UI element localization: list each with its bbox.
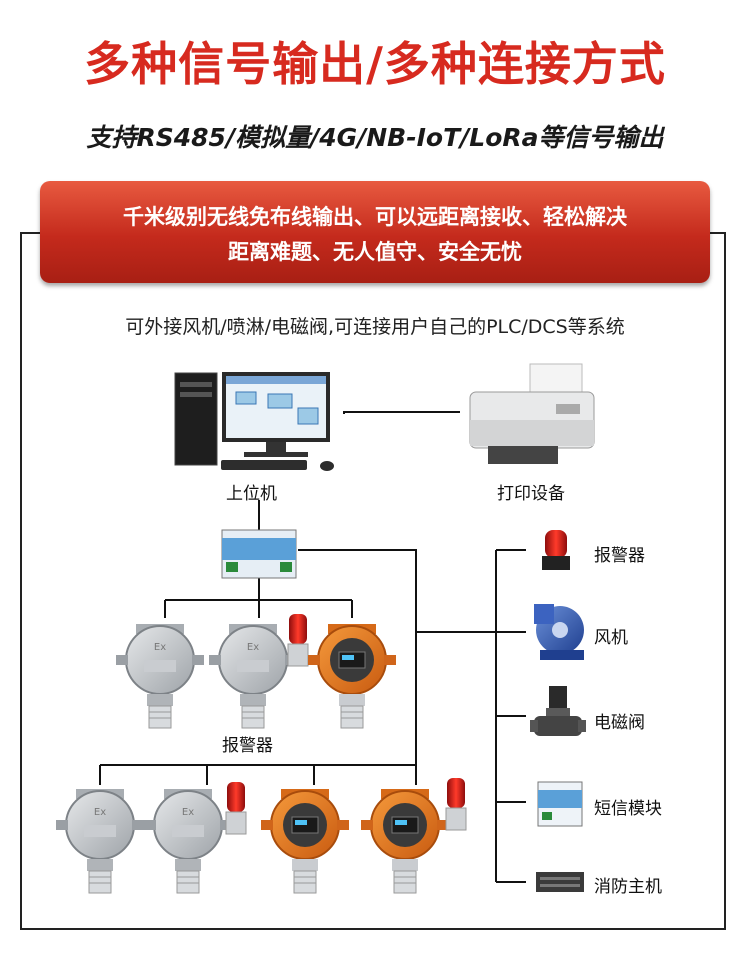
wiring-lines (99, 411, 526, 883)
detector-group-2 (55, 777, 467, 894)
page-subtitle: 支持RS485/模拟量/4G/NB-IoT/LoRa等信号输出 (86, 123, 664, 152)
signal-converter-module (221, 529, 297, 579)
solenoid-valve-icon (530, 686, 586, 736)
alarm-light-icon (542, 530, 570, 570)
output-label-valve: 电磁阀 (594, 713, 645, 733)
fire-host-icon (536, 872, 584, 892)
detector-group-1 (115, 613, 397, 729)
page-title: 多种信号输出/多种连接方式 (84, 37, 666, 91)
fan-icon (534, 604, 584, 660)
sms-module-icon (537, 781, 583, 827)
printer-icon (469, 363, 595, 464)
output-label-alarm: 报警器 (594, 546, 645, 566)
computer-label: 上位机 (226, 484, 277, 504)
connection-description: 可外接风机/喷淋/电磁阀,可连接用户自己的PLC/DCS等系统 (125, 316, 625, 338)
feature-banner (40, 181, 710, 283)
output-label-sms: 短信模块 (594, 799, 662, 819)
output-label-fire-host: 消防主机 (594, 877, 662, 897)
banner-line-1: 千米级别无线免布线输出、可以远距离接收、轻松解决 (123, 205, 627, 229)
banner-line-2: 距离难题、无人值守、安全无忧 (228, 240, 522, 264)
computer-icon (174, 372, 334, 471)
output-label-fan: 风机 (594, 628, 628, 648)
printer-label: 打印设备 (497, 484, 565, 504)
detector-group-label: 报警器 (222, 736, 273, 756)
